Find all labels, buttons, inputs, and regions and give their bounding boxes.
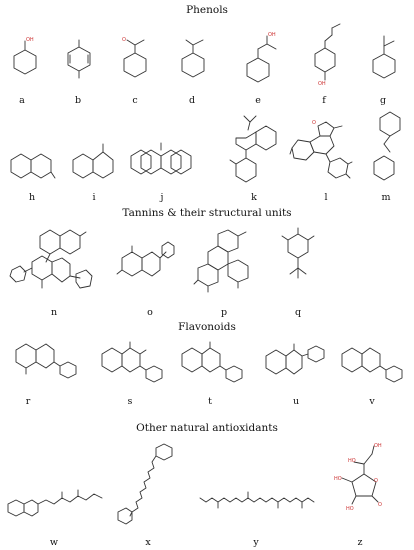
svg-text:O: O bbox=[374, 478, 378, 484]
structure-k bbox=[229, 115, 277, 183]
structure-g-isopropenylbenzene bbox=[372, 35, 396, 79]
structure-d-acetophenone bbox=[181, 39, 205, 78]
structure-j-xanthone bbox=[130, 142, 192, 175]
label-n: n bbox=[50, 307, 58, 318]
label-q: q bbox=[294, 307, 302, 318]
structure-o-catechin bbox=[116, 241, 175, 277]
label-f: f bbox=[322, 95, 326, 106]
structure-e-phenylacetic-acid: OH bbox=[246, 32, 277, 83]
structure-v-flavan bbox=[341, 347, 403, 383]
label-z: z bbox=[357, 537, 363, 548]
structure-a-phenol: OH bbox=[13, 37, 37, 75]
structure-w-tocopherol bbox=[7, 489, 103, 517]
label-c: c bbox=[132, 95, 138, 106]
structure-u-isoflavone bbox=[265, 343, 325, 375]
svg-text:OH: OH bbox=[268, 32, 276, 38]
label-h: h bbox=[28, 192, 36, 203]
label-w: w bbox=[49, 537, 59, 548]
label-x: x bbox=[145, 537, 151, 548]
svg-text:O: O bbox=[122, 37, 126, 43]
structure-x-carotenoid bbox=[117, 443, 173, 525]
svg-text:OH: OH bbox=[374, 443, 382, 449]
structure-s-flavonol bbox=[101, 341, 163, 383]
section-title-flavonoids: Flavonoids bbox=[178, 321, 236, 333]
svg-text:OH: OH bbox=[318, 81, 326, 87]
svg-text:HO: HO bbox=[348, 458, 356, 464]
structure-p-ellagic-acid bbox=[193, 229, 249, 293]
structure-t-flavanone bbox=[181, 341, 243, 383]
label-u: u bbox=[292, 396, 300, 407]
structure-y-lycopene bbox=[199, 491, 315, 509]
label-r: r bbox=[25, 396, 31, 407]
svg-text:O: O bbox=[378, 502, 382, 508]
label-l: l bbox=[324, 192, 328, 203]
section-title-other-antioxidants: Other natural antioxidants bbox=[136, 422, 278, 434]
structure-n-proanthocyanidin bbox=[9, 229, 93, 289]
label-b: b bbox=[74, 95, 82, 106]
structure-m-stilbene bbox=[373, 111, 401, 181]
section-title-tannins: Tannins & their structural units bbox=[122, 207, 292, 219]
label-o: o bbox=[147, 307, 153, 318]
label-j: j bbox=[160, 192, 164, 203]
label-t: t bbox=[208, 396, 212, 407]
label-g: g bbox=[379, 95, 387, 106]
label-i: i bbox=[92, 192, 96, 203]
label-m: m bbox=[381, 192, 391, 203]
svg-text:HO: HO bbox=[346, 506, 354, 512]
structure-b-quinone bbox=[67, 39, 91, 79]
structure-z-ascorbic-acid: OH HO HO HO O O bbox=[334, 443, 382, 512]
label-a: a bbox=[19, 95, 25, 106]
label-y: y bbox=[253, 537, 259, 548]
structure-c-benzoic-acid: O bbox=[122, 37, 147, 78]
structure-l-lignan: O bbox=[289, 120, 353, 179]
label-v: v bbox=[369, 396, 375, 407]
label-k: k bbox=[251, 192, 257, 203]
svg-text:O: O bbox=[312, 120, 316, 126]
svg-text:OH: OH bbox=[26, 37, 34, 43]
section-title-phenols: Phenols bbox=[186, 4, 228, 16]
structure-i-chromone bbox=[72, 143, 114, 179]
label-d: d bbox=[188, 95, 196, 106]
label-s: s bbox=[127, 396, 133, 407]
svg-text:HO: HO bbox=[334, 476, 342, 482]
label-p: p bbox=[220, 307, 228, 318]
structure-q-gallic-acid bbox=[281, 227, 315, 279]
label-e: e bbox=[255, 95, 261, 106]
structure-f-hydroxycinnamic-acid: OH bbox=[314, 23, 341, 87]
structure-h-coumarin bbox=[10, 153, 56, 179]
structure-r-flavone bbox=[15, 343, 77, 379]
